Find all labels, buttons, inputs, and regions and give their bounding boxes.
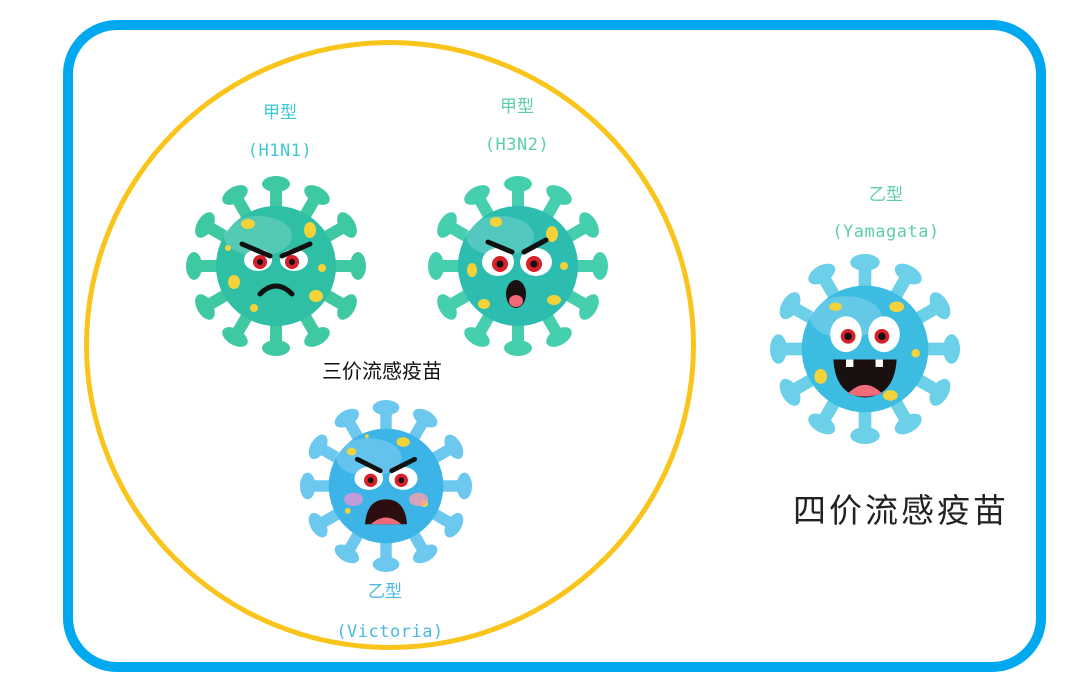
quadrivalent-vaccine-frame [63, 20, 1046, 672]
virus-victoria-icon [300, 400, 472, 572]
trivalent-vaccine-title: 三价流感疫苗 [322, 359, 442, 383]
h3n2-name-label: (H3N2) [484, 135, 550, 155]
virus-h3n2-icon [428, 176, 608, 356]
h1n1-type-label: 甲型 [263, 103, 297, 123]
h3n2-type-label: 甲型 [500, 97, 534, 117]
victoria-name-label: (Victoria) [336, 622, 444, 642]
h1n1-name-label: (H1N1) [247, 141, 313, 161]
virus-h1n1-icon [186, 176, 366, 356]
quadrivalent-vaccine-title: 四价流感疫苗 [793, 491, 1009, 530]
virus-yamagata-icon [770, 254, 960, 444]
trivalent-vaccine-circle [84, 40, 696, 650]
yamagata-type-label: 乙型 [869, 185, 903, 205]
yamagata-name-label: (Yamagata) [832, 222, 940, 242]
victoria-type-label: 乙型 [368, 582, 402, 602]
